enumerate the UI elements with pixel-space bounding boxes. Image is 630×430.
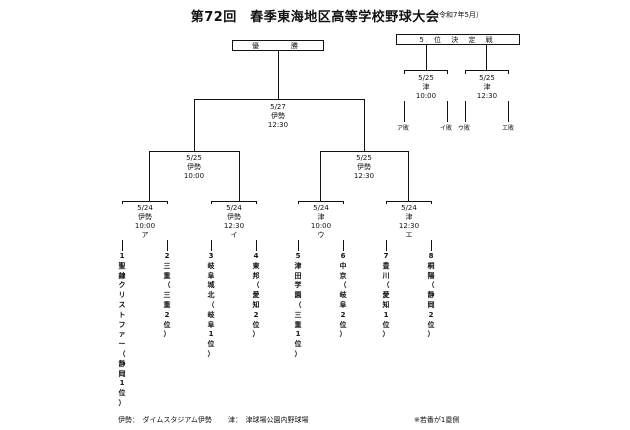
game-final: 5/27 伊勢 12:30 [250,103,306,130]
bracket-line [149,151,240,152]
champion-box: 優 勝 [232,40,324,51]
page-title: 第72回 春季東海地区高等学校野球大会 [190,10,440,25]
bracket-line [364,99,365,151]
team-slot: 7 豊 川 （ 愛 知 1 位 ） [382,252,390,339]
loser-i: イ敗 [440,125,453,132]
bracket-line [320,151,321,201]
venue-ise: 伊勢： ダイムスタジアム伊勢 [118,416,212,424]
game-semifinal-left: 5/25 伊勢 10:00 [166,154,222,181]
loser-e: エ敗 [502,125,515,132]
loser-a: ア敗 [397,125,410,132]
team-slot: 6 中 京 （ 岐 阜 2 位 ） [339,252,347,339]
bracket-line [194,99,365,100]
bracket-line [122,201,168,202]
bracket-line [408,151,409,201]
game-fifth-place-1: 5/25 津 10:00 [398,74,454,101]
fifth-place-box: 5 位 決 定 戦 [396,34,520,45]
bracket-line [426,45,427,70]
team-slot: 5 津 田 学 園 （ 三 重 1 位 ） [294,252,302,358]
game-qf-e: 5/24 津 12:30 エ [381,204,437,240]
bracket-line [465,70,509,71]
team-slot: 4 東 邦 （ 愛 知 2 位 ） [252,252,260,339]
game-qf-u: 5/24 津 10:00 ウ [293,204,349,240]
team-slot: 8 桐 陽 （ 静 岡 2 位 ） [427,252,435,339]
bracket-line [386,201,432,202]
bracket-line [278,51,279,99]
game-qf-i: 5/24 伊勢 12:30 イ [206,204,262,240]
loser-u: ウ敗 [458,125,471,132]
game-semifinal-right: 5/25 伊勢 12:30 [336,154,392,181]
bracket-line [149,151,150,201]
bracket-line [194,99,195,151]
game-qf-a: 5/24 伊勢 10:00 ア [117,204,173,240]
bracket-line [239,151,240,201]
bracket-line [298,201,344,202]
bracket-line [320,151,409,152]
game-fifth-place-2: 5/25 津 12:30 [459,74,515,101]
team-slot: 3 岐 阜 城 北 （ 岐 阜 1 位 ） [207,252,215,358]
team-slot: 1 聖 隷 ク リ ス ト フ ァ ー （ 静 岡 1 位 ） [118,252,126,407]
venue-tsu: 津： 津球場公園内野球場 [228,416,309,424]
bracket-line [211,201,257,202]
bracket-line [404,70,448,71]
team-slot: 2 三 重 （ 三 重 2 位 ） [163,252,171,339]
era-note: （令和7年5月） [432,11,483,19]
bracket-line [486,45,487,70]
footnote: ※若番が1塁側 [414,416,460,424]
